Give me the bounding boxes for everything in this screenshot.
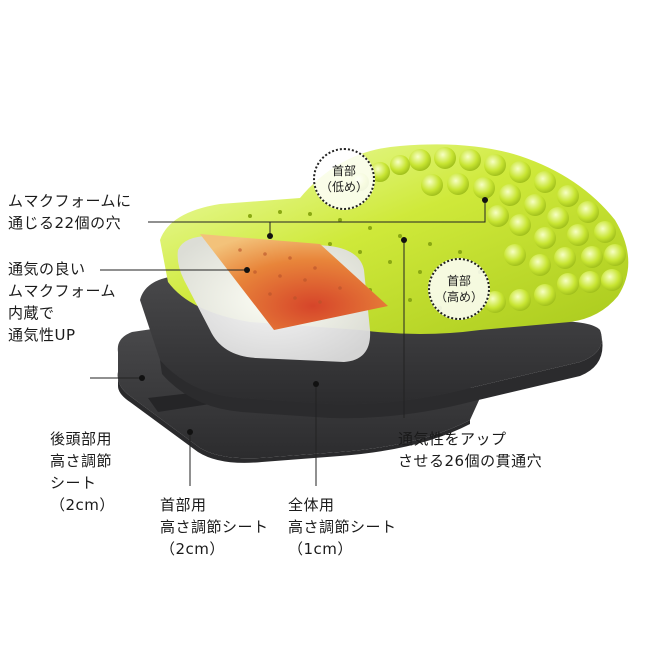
callout-holes26: 通気性をアップ させる26個の貫通穴 (398, 430, 543, 470)
neck-low-badge: 首部 （低め） (313, 148, 375, 210)
orange-foam-holes (238, 248, 342, 304)
neck-high-badge: 首部 （高め） (428, 258, 490, 320)
callout-neck-sheet: 首部用 高さ調節シート （2cm） (160, 496, 269, 558)
middle-sheet-side (160, 330, 603, 419)
callout-whole-sheet: 全体用 高さ調節シート （1cm） (288, 496, 397, 558)
orange-inner-foam (200, 234, 388, 330)
neck-high-line-2: （高め） (434, 290, 483, 304)
callout-back-sheet: 後頭部用 高さ調節 シート （2cm） (50, 430, 115, 514)
leader-dots (139, 197, 488, 435)
leader-lines (90, 200, 486, 486)
neck-low-line-1: 首部 (331, 164, 356, 178)
neck-high-line-1: 首部 (446, 274, 471, 288)
callout-inner-foam: 通気の良い ムマクフォーム 内蔵で 通気性UP (8, 260, 117, 344)
callout-holes22: ムマクフォームに 通じる22個の穴 (8, 192, 132, 232)
neck-low-line-2: （低め） (319, 180, 368, 194)
